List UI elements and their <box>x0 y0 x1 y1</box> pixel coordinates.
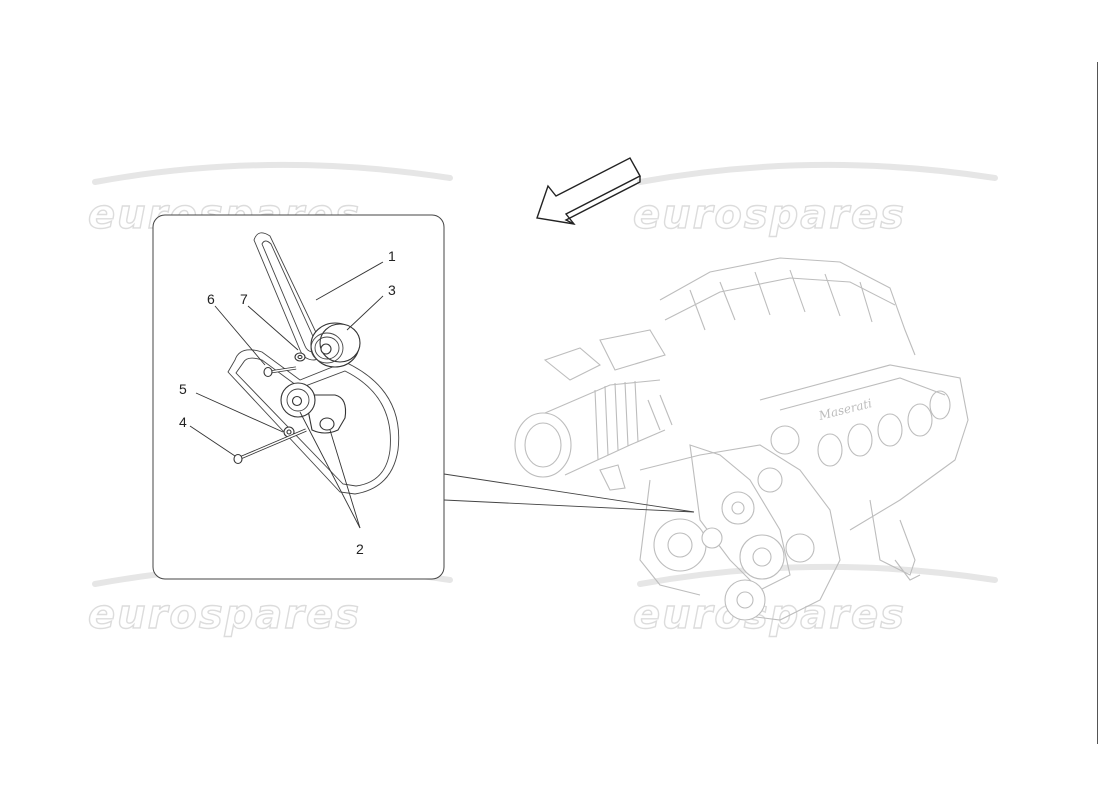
callout-number-6: 6 <box>207 291 215 307</box>
callout-number-7: 7 <box>240 291 248 307</box>
callout-number-3: 3 <box>388 282 396 298</box>
long-bolt <box>233 428 307 465</box>
watermark-text: eurospares <box>633 192 906 238</box>
callout-number-2: 2 <box>356 541 364 557</box>
detail-inset: 1 2 3 4 5 6 7 <box>152 214 445 580</box>
engine-brand-script: Maserati <box>816 396 873 423</box>
watermark-text: eurospares <box>633 592 906 638</box>
page-border-rule <box>1097 62 1098 744</box>
engine-illustration: Maserati <box>514 257 969 621</box>
callout-number-5: 5 <box>179 381 187 397</box>
drive-belt-lower <box>227 349 400 495</box>
watermark-bottom-left: eurospares <box>87 563 453 639</box>
short-bolt <box>263 366 297 378</box>
idler-pulley-assembly <box>280 382 347 434</box>
callout-number-1: 1 <box>388 248 396 264</box>
watermark-text: eurospares <box>88 592 361 638</box>
tensioner-pulley <box>310 322 361 368</box>
spacer-washer <box>294 352 306 362</box>
inset-connector <box>443 473 695 513</box>
view-direction-arrow <box>536 157 641 225</box>
watermark-top-right: eurospares <box>632 161 998 239</box>
leader-lines <box>189 261 384 529</box>
callout-number-4: 4 <box>179 414 187 430</box>
watermark-bottom-right: eurospares <box>632 563 998 639</box>
